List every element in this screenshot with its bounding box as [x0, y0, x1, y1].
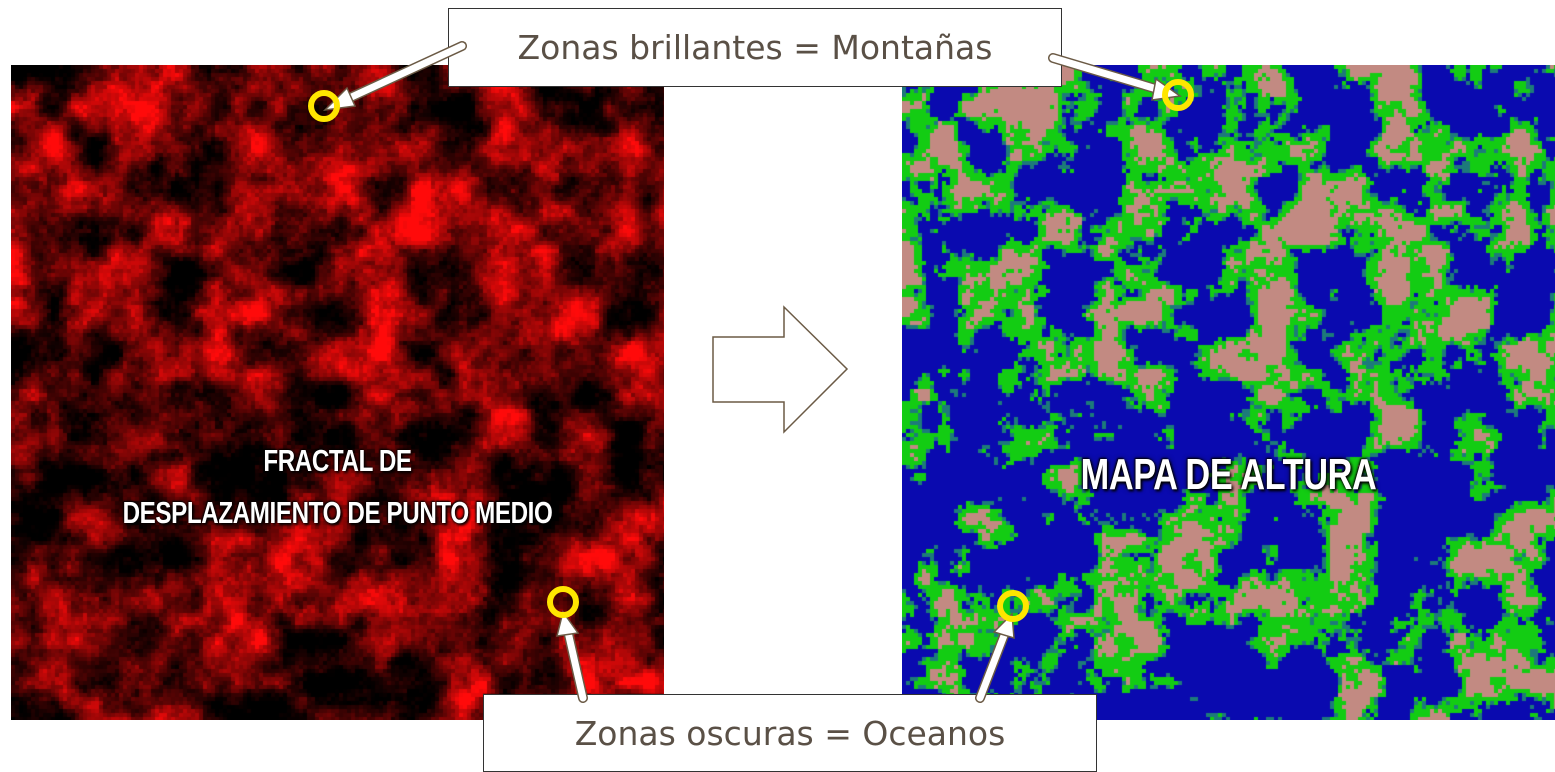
- callout-dark-zones: Zonas oscuras = Oceanos: [483, 694, 1097, 772]
- callout-bright-zones: Zonas brillantes = Montañas: [448, 8, 1062, 87]
- right-arrow-icon: [712, 305, 849, 434]
- fractal-image: [11, 65, 664, 720]
- heightmap-title: MAPA DE ALTURA: [1080, 450, 1377, 499]
- heightmap-panel: MAPA DE ALTURA: [902, 65, 1555, 720]
- fractal-panel: FRACTAL DE DESPLAZAMIENTO DE PUNTO MEDIO: [11, 65, 664, 720]
- fractal-title-line1: FRACTAL DE: [263, 443, 412, 478]
- heightmap-image: [902, 65, 1555, 720]
- fractal-title-line2: DESPLAZAMIENTO DE PUNTO MEDIO: [122, 495, 553, 530]
